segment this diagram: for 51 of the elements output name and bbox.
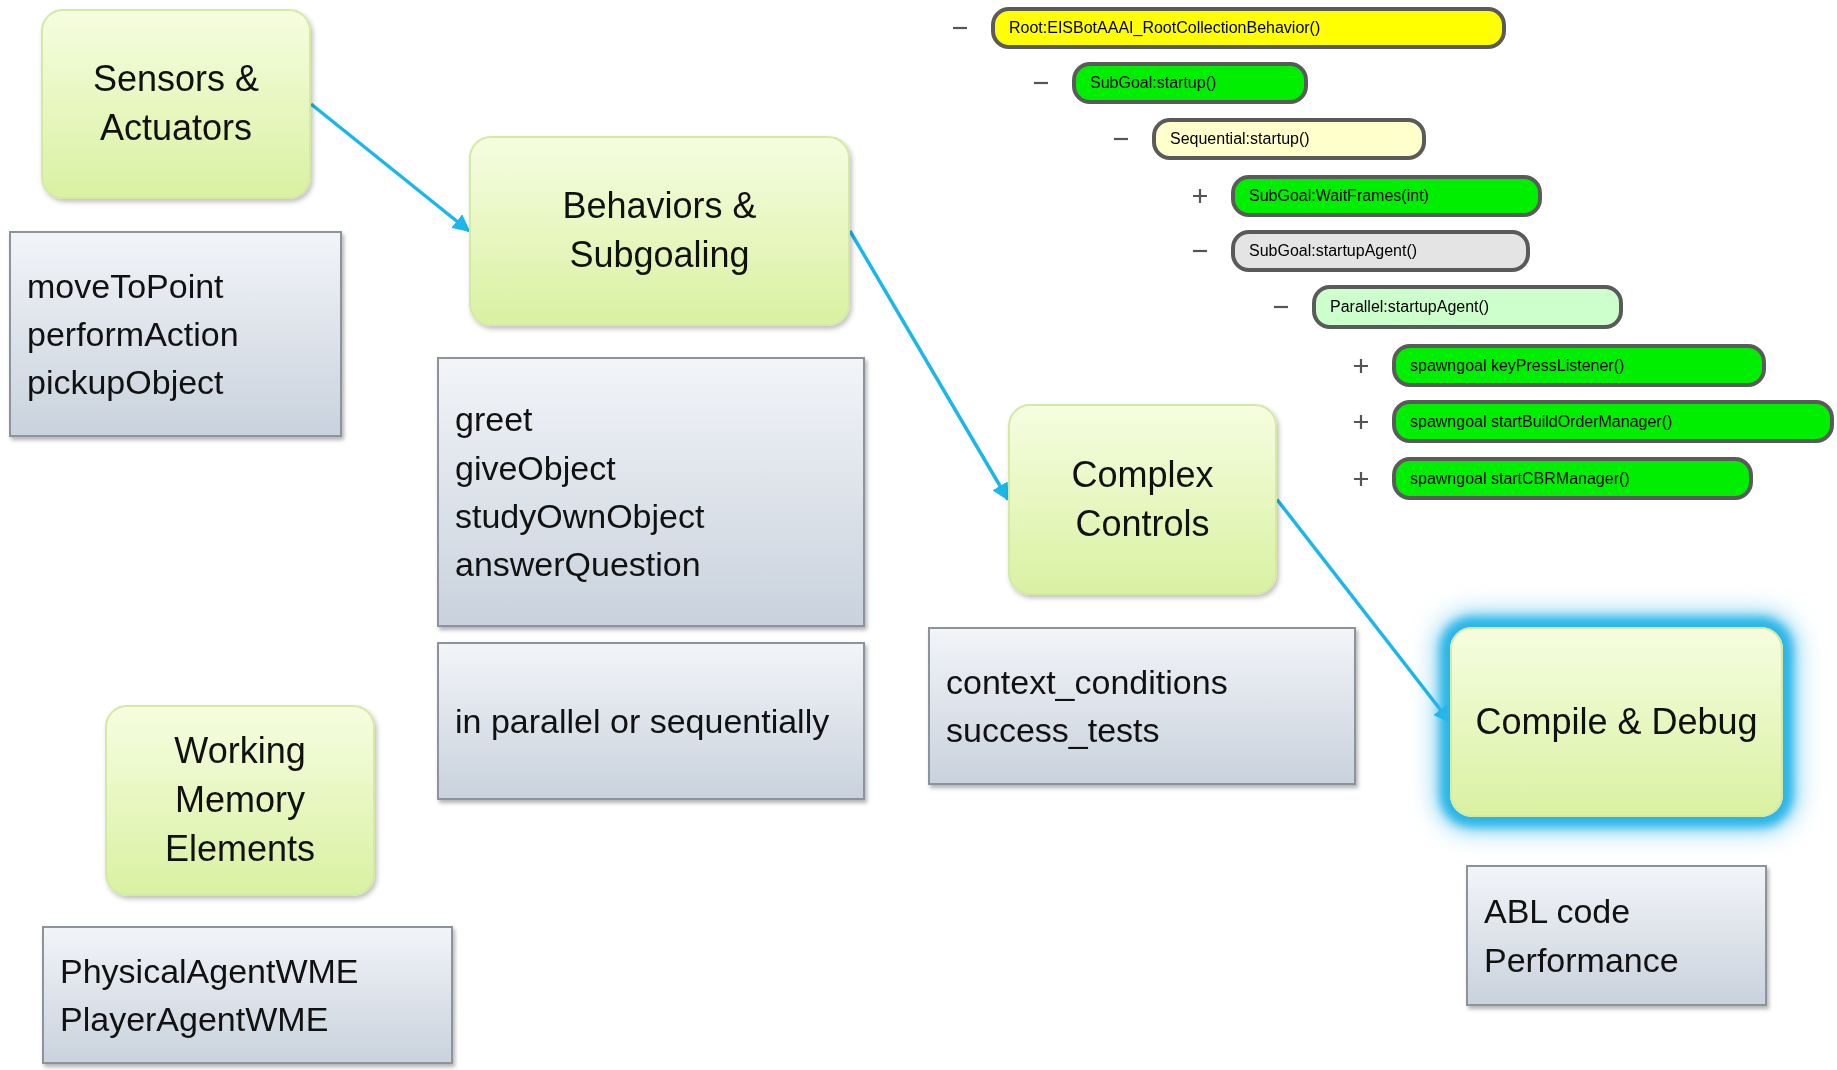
list-item: ABL code: [1484, 891, 1631, 933]
tree-node-pill: [1231, 175, 1542, 217]
text-box: [437, 357, 865, 627]
list-item: pickupObject: [27, 362, 224, 404]
node-label: spawngoal startCBRManager(): [1410, 469, 1630, 488]
tree-node-pill: [1152, 118, 1426, 160]
text-box: [1466, 865, 1767, 1006]
list-item: context_conditions: [946, 661, 1228, 703]
text-box: [928, 627, 1356, 785]
box-label: Sensors & Actuators: [91, 57, 261, 150]
list-item: performAction: [27, 313, 239, 355]
tree-node-pill: [1392, 457, 1753, 500]
rounded-box: [105, 705, 375, 896]
node-label: SubGoal:startupAgent(): [1249, 242, 1418, 260]
node-label: spawngoal keyPressListener(): [1410, 356, 1625, 375]
list-item: greet: [455, 399, 533, 441]
list-item: success_tests: [946, 710, 1160, 751]
rounded-box: [469, 136, 850, 326]
node-label: spawngoal startBuildOrderManager(): [1410, 412, 1673, 431]
box-text: in parallel or sequentially: [455, 700, 830, 742]
tree-node-pill: [991, 7, 1506, 49]
tree-node-pill: [1231, 230, 1530, 272]
rounded-box: [1450, 627, 1783, 817]
text-box: [437, 642, 865, 800]
list-item: Performance: [1484, 939, 1679, 981]
node-label: SubGoal:WaitFrames(int): [1249, 187, 1429, 205]
box-label: Working Memory Elements: [163, 729, 317, 871]
tree-node-pill: [1392, 400, 1834, 443]
list-item: answerQuestion: [455, 544, 701, 586]
arrow: [309, 102, 471, 233]
list-item: giveObject: [455, 447, 616, 489]
node-label: Parallel:startupAgent(): [1330, 298, 1490, 316]
list-item: studyOwnObject: [455, 496, 705, 537]
tree-node-pill: [1392, 344, 1766, 387]
list-item: PlayerAgentWME: [60, 999, 329, 1040]
rounded-box: [1008, 404, 1277, 595]
node-label: SubGoal:startup(): [1090, 74, 1217, 92]
text-box: [42, 926, 453, 1064]
list-item: PhysicalAgentWME: [60, 950, 359, 992]
tree-node-pill: [1312, 285, 1623, 329]
tree-node-pill: [1072, 62, 1308, 104]
list-item: moveToPoint: [27, 265, 224, 307]
text-box: [9, 231, 342, 437]
arrow: [1275, 498, 1452, 724]
box-label: Complex Controls: [1070, 452, 1215, 546]
box-label: Behaviors & Subgoaling: [561, 184, 758, 277]
arrow: [848, 230, 1010, 501]
box-label: Compile & Debug: [1475, 699, 1758, 744]
rounded-box: [41, 9, 311, 199]
node-label: Sequential:startup(): [1170, 130, 1310, 148]
node-label: Root:EISBotAAAI_RootCollectionBehavior(): [1009, 19, 1321, 37]
